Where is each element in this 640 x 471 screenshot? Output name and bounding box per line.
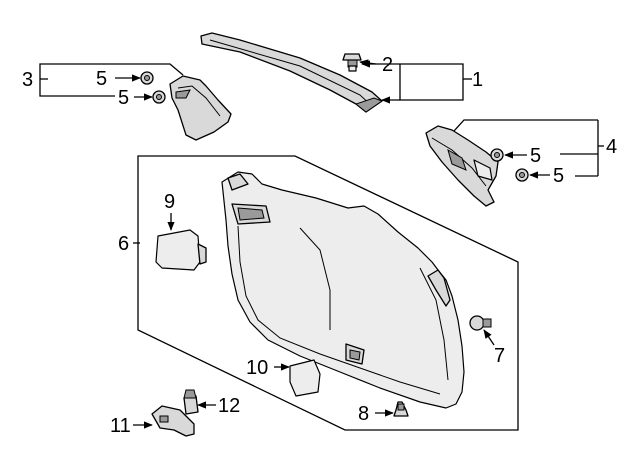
part-5-clip-c: [490, 148, 504, 162]
callout-8: 8: [358, 403, 369, 425]
callout-6: 6: [118, 233, 129, 255]
part-5-clip-d: [515, 168, 529, 182]
callout-1: 1: [472, 69, 483, 91]
callout-4: 4: [606, 136, 617, 158]
part-1-upper-garnish: [200, 32, 384, 113]
callout-3-bracket-line: [39, 63, 184, 97]
part-7-fastener: [469, 315, 492, 331]
callout-1-bracket-line: [399, 63, 464, 101]
callout-5b: 5: [118, 87, 129, 109]
callout-5d: 5: [553, 165, 564, 187]
part-5-clip-b: [152, 90, 166, 104]
callout-4-bracket-line: [453, 119, 599, 177]
part-12-clip: [183, 389, 199, 415]
part-10-pad: [289, 359, 321, 397]
callout-10: 10: [246, 357, 268, 379]
callout-12: 12: [218, 395, 240, 417]
callout-9: 9: [164, 191, 175, 213]
callout-7: 7: [494, 345, 505, 367]
callout-5a: 5: [96, 68, 107, 90]
callout-2: 2: [382, 54, 393, 76]
callout-11: 11: [110, 415, 131, 437]
part-5-clip-a: [140, 71, 154, 85]
part-6-assembly-box: [137, 155, 519, 431]
callout-5c: 5: [530, 145, 541, 167]
part-4-right-pillar-trim: [425, 125, 499, 207]
callout-3: 3: [22, 69, 33, 91]
part-2-screw: [342, 53, 362, 72]
part-11-bracket: [151, 405, 195, 437]
callout-2-arrow: [359, 59, 377, 67]
part-3-left-pillar-trim: [169, 75, 232, 141]
liftgate-trim-panel: [221, 171, 465, 409]
part-9-cover: [155, 229, 207, 271]
part-8-pin: [393, 401, 409, 417]
callout-7-arrow: [483, 329, 495, 346]
